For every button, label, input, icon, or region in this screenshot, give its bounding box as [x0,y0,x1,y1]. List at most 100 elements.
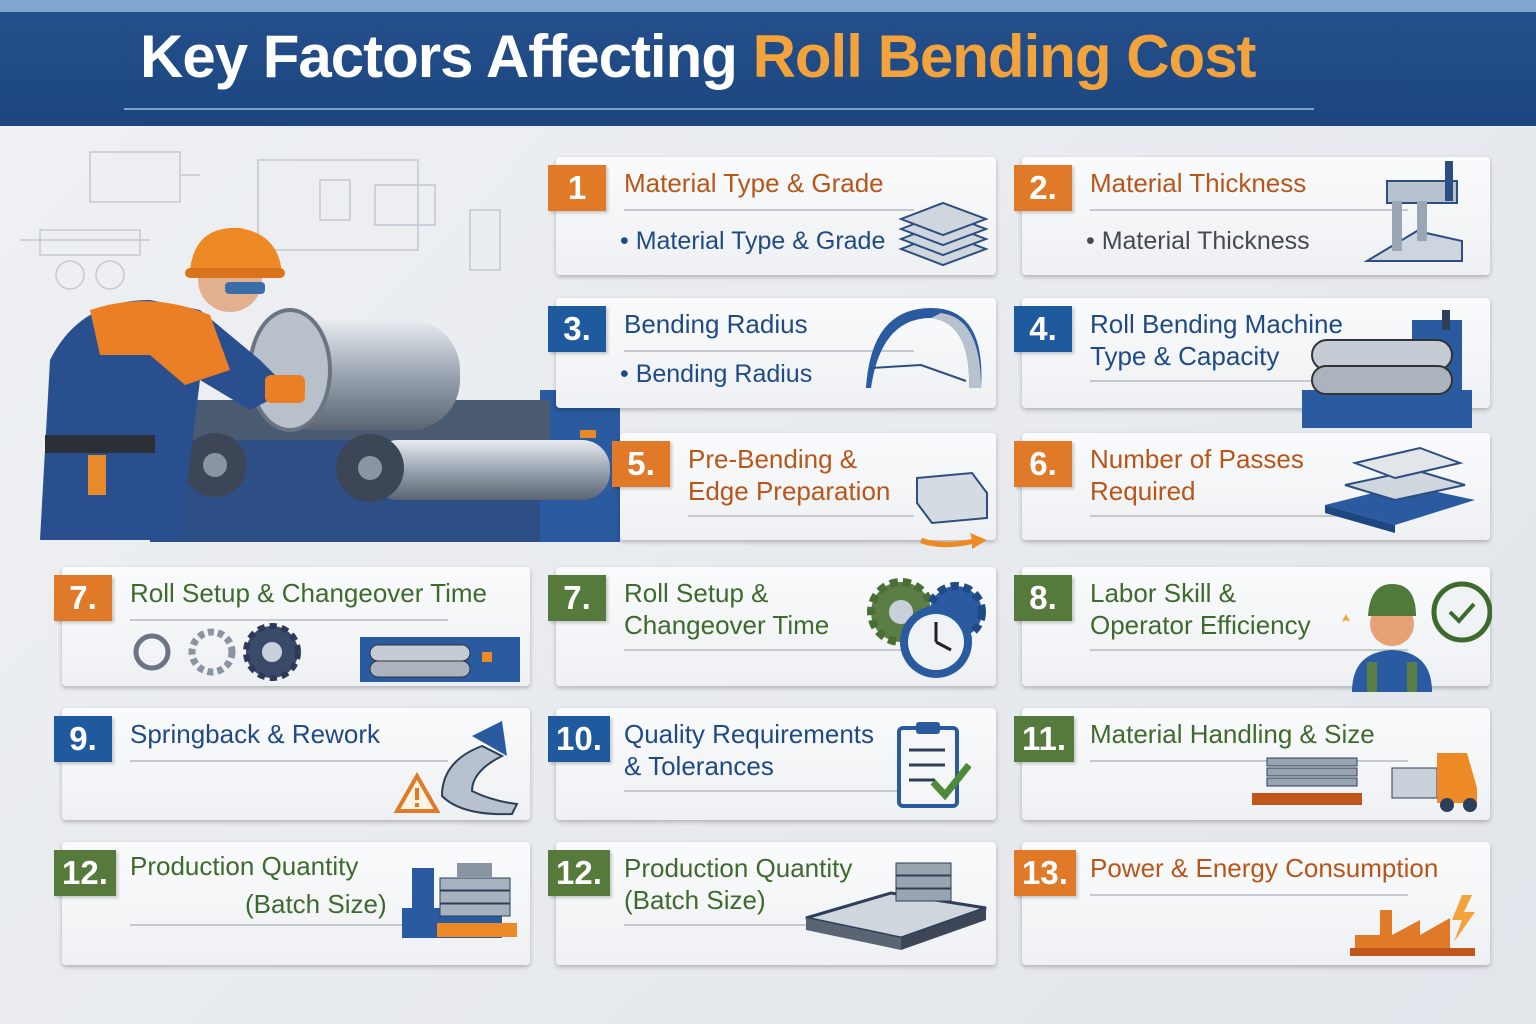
factor-title: Labor Skill &Operator Efficiency [1090,577,1311,641]
title-accent: Roll Bending Cost [752,23,1257,90]
factor-number-badge: 13. [1014,850,1076,896]
factor-number-badge: 5. [612,441,670,487]
factor-title: Pre-Bending &Edge Preparation [688,443,890,507]
factory-power-icon [1350,890,1480,965]
factor-title-line: (Batch Size) [624,885,766,915]
factor-card-1: 1 Material Type & Grade • Material Type & … [548,157,996,275]
pallet-stack-icon [402,858,522,958]
factor-card-2: 2. Material Thickness • Material Thickness [1014,157,1490,275]
divider [688,515,914,517]
scale-platform-icon [801,858,991,963]
factor-card-12: 11. Material Handling & Size [1014,708,1490,820]
factor-card-10: 9. Springback & Rework [54,708,530,821]
factor-card-15: 13. Power & Energy Consumption [1014,842,1490,965]
divider [1090,515,1408,517]
factor-number-badge: 2. [1014,165,1072,211]
divider [624,350,914,352]
factor-title: Springback & Rework [130,718,380,750]
factor-title-line: Quality Requirements [624,719,874,749]
divider [1090,209,1408,211]
factor-number-badge: 7. [54,575,112,621]
factor-number-badge: 7. [548,575,606,621]
factor-title-line: Number of Passes [1090,444,1304,474]
page-title: Key Factors Affecting Roll Bending Cost [140,22,1257,91]
header-banner [0,12,1536,126]
factor-title: Material Type & Grade [624,167,884,199]
factor-card-14: 12. Production Quantity(Batch Size) [548,842,996,965]
factor-title: Bending Radius [624,308,808,340]
factor-card-11: 10. Quality Requirements& Tolerances [548,708,996,820]
factor-title-line: Material Handling & Size [1090,719,1375,749]
factor-title: Material Handling & Size [1090,718,1375,750]
factor-bullet: • Bending Radius [620,360,813,388]
factor-number-badge: 10. [548,716,610,762]
factor-card-8: 7. Roll Setup &Changeover Time [548,567,996,686]
factor-card-3: 3. Bending Radius • Bending Radius [548,298,996,408]
factor-title-line: Type & Capacity [1090,341,1280,371]
factor-title-line: Pre-Bending & [688,444,858,474]
forklift-icon [1242,743,1482,818]
divider [1090,380,1408,382]
factor-title-line: (Batch Size) [245,889,387,919]
factor-title-line: Production Quantity [624,853,853,883]
factor-title-line: Labor Skill & [1090,578,1236,608]
divider [1090,760,1408,762]
divider [130,619,448,621]
edge-prep-arrow-icon [912,463,992,558]
factor-title-line: Power & Energy Consumption [1090,853,1439,883]
warning-springback-icon [372,716,522,821]
factor-number-badge: 11. [1014,716,1075,762]
gears-machine-icon [122,617,522,692]
divider [130,760,448,762]
factor-title: Roll Setup & Changeover Time [130,577,487,609]
factor-title-line: Material Thickness [1090,168,1307,198]
factor-title-line: Bending Radius [624,309,808,339]
operator-clock-icon [1332,572,1493,697]
factor-title: Power & Energy Consumption [1090,852,1438,884]
factor-card-5: 5. Pre-Bending &Edge Preparation [612,433,996,549]
factor-title: Quality Requirements& Tolerances [624,718,874,782]
factor-title-line: Required [1090,476,1196,506]
worker-roll-bending-illustration [20,151,620,542]
divider [1090,894,1408,896]
factor-number-badge: 12. [548,850,610,896]
factor-title-line: & Tolerances [624,751,774,781]
bent-arc-icon [841,303,991,398]
title-underline [124,108,1314,110]
factor-number-badge: 4. [1014,306,1072,352]
factor-bullet: • Material Thickness [1086,227,1310,255]
divider [624,924,914,926]
factor-title-line: Material Type & Grade [624,168,884,198]
factor-title: Material Thickness [1090,167,1306,199]
factor-title-line: Roll Bending Machine [1090,309,1343,339]
factor-number-badge: 12. [54,850,116,896]
factor-number-badge: 6. [1014,441,1072,487]
factor-title-line: Roll Setup & Changeover Time [130,578,487,608]
factor-number-badge: 3. [548,306,606,352]
factor-card-7: 7. Roll Setup & Changeover Time [54,567,530,686]
divider [624,649,914,651]
divider [624,209,914,211]
gears-clock-icon [866,572,991,692]
stacked-plates-icon [896,199,991,274]
factor-title-line: Edge Preparation [688,476,891,506]
factor-title: Production Quantity (Batch Size) [130,850,387,920]
factor-number-badge: 1 [548,165,606,211]
factor-title-line: Operator Efficiency [1090,610,1311,640]
factor-number-badge: 9. [54,716,112,762]
factor-title: Roll Setup &Changeover Time [624,577,829,641]
factor-title-line: Production Quantity [130,851,359,881]
factor-card-13: 12. Production Quantity (Batch Size) [54,842,530,965]
factor-card-9: 8. Labor Skill &Operator Efficiency [1014,567,1493,692]
divider [624,790,914,792]
factor-number-badge: 8. [1014,575,1072,621]
caliper-icon [1357,161,1467,271]
factor-bullet: • Material Type & Grade [620,227,886,255]
factor-title-line: Changeover Time [624,610,830,640]
factor-title-line: Springback & Rework [130,719,380,749]
clipboard-check-icon [891,720,972,815]
divider [130,924,448,926]
